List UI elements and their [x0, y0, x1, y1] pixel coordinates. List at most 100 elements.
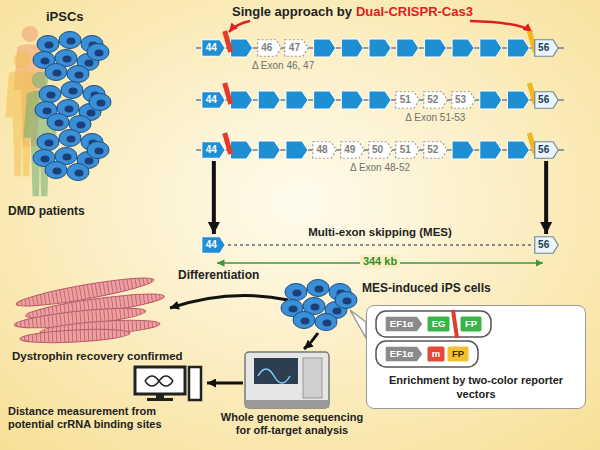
- exon-box: 44: [201, 39, 226, 57]
- exon-shape: [452, 141, 474, 159]
- exon-number: 56: [538, 91, 549, 109]
- outline-shape: [368, 142, 392, 159]
- exon-strip: [225, 31, 536, 159]
- exon-shape: [286, 91, 308, 109]
- deletion-line: [228, 244, 532, 246]
- ips-cell: [47, 114, 69, 131]
- outline-shape: [202, 237, 226, 254]
- outline-shape: [386, 317, 423, 332]
- ips-cell: [37, 36, 59, 53]
- exon-shape: [369, 39, 391, 57]
- exon-number: 44: [206, 91, 217, 109]
- exon-shape: [258, 91, 280, 109]
- ips-cell: [39, 86, 61, 103]
- exon-number: 44: [206, 236, 217, 254]
- callout-caption: Enrichment by two-color reporter vectors: [375, 374, 577, 402]
- outline-shape: [534, 40, 558, 57]
- exon-number: FP: [452, 346, 464, 362]
- exon-number: EF1α: [390, 316, 413, 332]
- outline-shape: [202, 92, 226, 109]
- gene-backbones: [196, 48, 564, 150]
- exon-shape: [480, 91, 502, 109]
- outline-shape: [534, 92, 558, 109]
- outline-shape: [451, 92, 475, 109]
- outline-shape: [202, 40, 226, 57]
- outline-shape: [428, 317, 450, 332]
- exon-number: EG: [432, 316, 446, 332]
- exon-box: 52: [423, 141, 448, 159]
- ips-cell: [59, 32, 81, 49]
- process-arrow: [170, 296, 288, 309]
- outline-shape: [534, 237, 558, 254]
- exon-shape: [507, 91, 529, 109]
- ips-cell: [87, 142, 109, 159]
- callout-tail: [350, 310, 366, 338]
- exon-box: 44: [201, 236, 226, 254]
- exon-shape: [231, 91, 253, 109]
- exon-box: 49: [340, 141, 365, 159]
- exon-number: 47: [289, 39, 300, 57]
- outline-shape: [257, 40, 281, 57]
- exon-shape: [231, 39, 253, 57]
- exon-number: 52: [427, 91, 438, 109]
- exon-shape: [258, 141, 280, 159]
- cut-marker: [453, 310, 457, 338]
- exon-number: m: [432, 346, 440, 362]
- process-arrow: [207, 382, 243, 385]
- ips-cell: [45, 64, 67, 81]
- process-label: Multi-exon skipping (MES): [308, 226, 452, 240]
- cell-label: iPSCs: [46, 9, 84, 25]
- reporter-gene-box: EG: [427, 316, 450, 332]
- exon-shape: [424, 39, 446, 57]
- exon-box: 51: [395, 91, 420, 109]
- cell-clusters: [33, 32, 357, 331]
- exon-box: 51: [395, 141, 420, 159]
- process-arrow: [304, 333, 318, 349]
- exon-number: 56: [538, 39, 549, 57]
- exon-shape: [231, 141, 253, 159]
- result-label: Dystrophin recovery confirmed: [12, 350, 183, 364]
- ips-cell: [67, 164, 89, 181]
- step-label: Whole genome sequencing for off-target a…: [212, 411, 372, 437]
- exon-shape: [369, 91, 391, 109]
- outline-shape: [386, 347, 423, 362]
- exon-shape: [507, 39, 529, 57]
- plasmid-loop: [376, 311, 491, 337]
- outline-shape: [448, 347, 469, 362]
- exon-number: 48: [317, 141, 328, 159]
- exon-number: 49: [344, 141, 355, 159]
- exon-shape: [507, 141, 529, 159]
- exon-number: 51: [400, 91, 411, 109]
- exon-box: 44: [201, 91, 226, 109]
- sequencer-icon: [245, 352, 329, 408]
- ips-cell: [87, 44, 109, 61]
- exon-number: 44: [206, 141, 217, 159]
- step-label: Distance measurement from potential crRN…: [8, 405, 203, 431]
- ips-cell: [45, 162, 67, 179]
- outline-shape: [341, 142, 365, 159]
- exon-box: 50: [368, 141, 393, 159]
- vector-drawing: [367, 306, 587, 372]
- exon-number: 46: [261, 39, 272, 57]
- exon-number: 53: [455, 91, 466, 109]
- exon-number: 56: [538, 141, 549, 159]
- ips-cell: [335, 292, 357, 309]
- exon-number: 44: [206, 39, 217, 57]
- exon-shape: [480, 141, 502, 159]
- promoter-box: EF1α: [385, 316, 423, 332]
- promoter-box: EF1α: [385, 346, 423, 362]
- exon-shape: [314, 39, 336, 57]
- deletion-note: Δ Exon 51-53: [405, 112, 465, 124]
- reporter-callout: Enrichment by two-color reporter vectors…: [366, 305, 586, 409]
- outline-shape: [313, 142, 337, 159]
- exon-number: 51: [400, 141, 411, 159]
- exon-number: 50: [372, 141, 383, 159]
- ips-cell: [315, 314, 337, 331]
- title-highlight: Dual-CRISPR-Cas3: [356, 4, 473, 20]
- exon-shape: [314, 91, 336, 109]
- reporter-gene-box: m: [427, 346, 445, 362]
- ips-cell: [67, 66, 89, 83]
- exon-box: 56: [534, 141, 559, 159]
